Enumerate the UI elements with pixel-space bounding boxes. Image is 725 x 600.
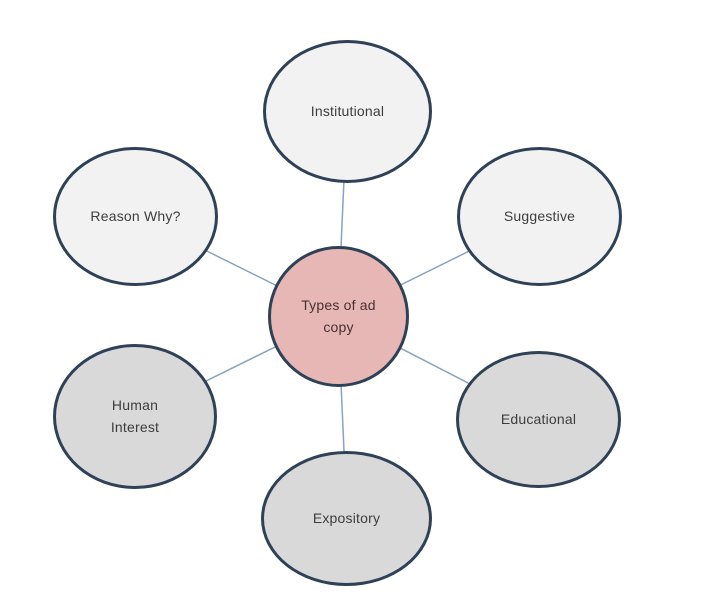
node-label-suggestive: Suggestive xyxy=(503,207,576,224)
node-label-expository: Expository xyxy=(312,509,381,526)
diagram-node-institutional: Institutional xyxy=(263,40,432,183)
diagram-node-educational: Educational xyxy=(456,351,621,488)
node-label-educational: Educational xyxy=(500,410,577,427)
diagram-node-human-interest: Human Interest xyxy=(53,344,217,489)
diagram-node-reason-why: Reason Why? xyxy=(53,147,218,286)
node-label-reason-why: Reason Why? xyxy=(90,207,181,224)
diagram-node-expository: Expository xyxy=(261,451,432,586)
diagram-node-types-of-ad-copy: Types of ad copy xyxy=(268,246,409,387)
node-label-types-of-ad-copy: Types of ad copy xyxy=(301,296,376,335)
node-label-human-interest: Human Interest xyxy=(110,396,160,435)
node-label-institutional: Institutional xyxy=(310,102,385,119)
diagram-node-suggestive: Suggestive xyxy=(457,147,622,286)
